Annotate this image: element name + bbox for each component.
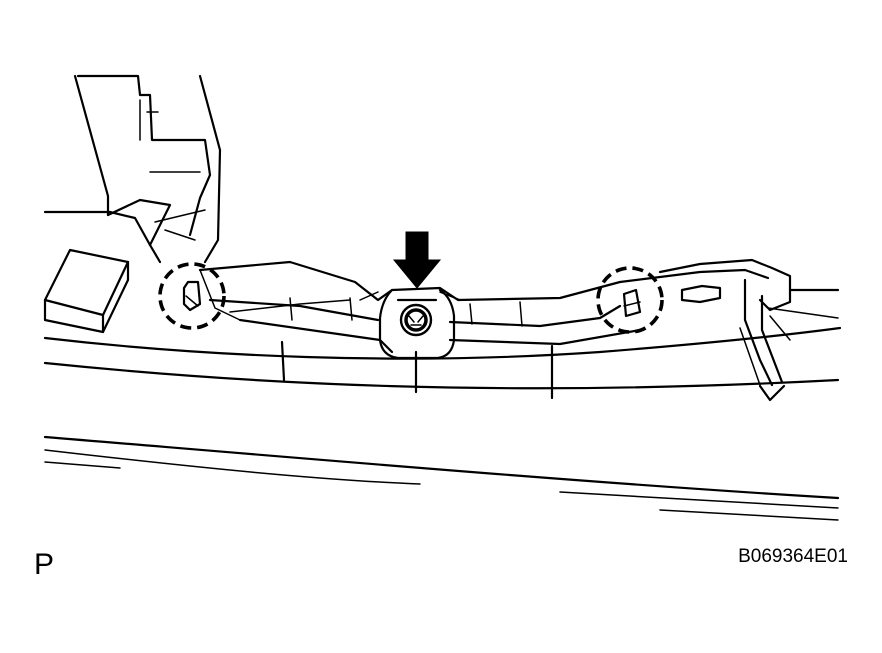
down-arrow-icon xyxy=(392,231,442,289)
clip-icon xyxy=(622,288,642,318)
right-clip-highlight xyxy=(596,266,664,334)
mounting-boss xyxy=(378,288,456,360)
figure-code: B069364E01 xyxy=(738,546,848,567)
left-clip-highlight xyxy=(158,262,226,330)
left-bracket xyxy=(43,74,222,264)
clip-icon xyxy=(182,280,202,312)
right-end-detail xyxy=(658,258,840,402)
bumper-body xyxy=(43,326,842,521)
screw-icon xyxy=(399,303,433,337)
reinforcement-rail xyxy=(198,260,770,400)
left-block xyxy=(43,248,130,334)
view-letter: P xyxy=(34,548,55,581)
